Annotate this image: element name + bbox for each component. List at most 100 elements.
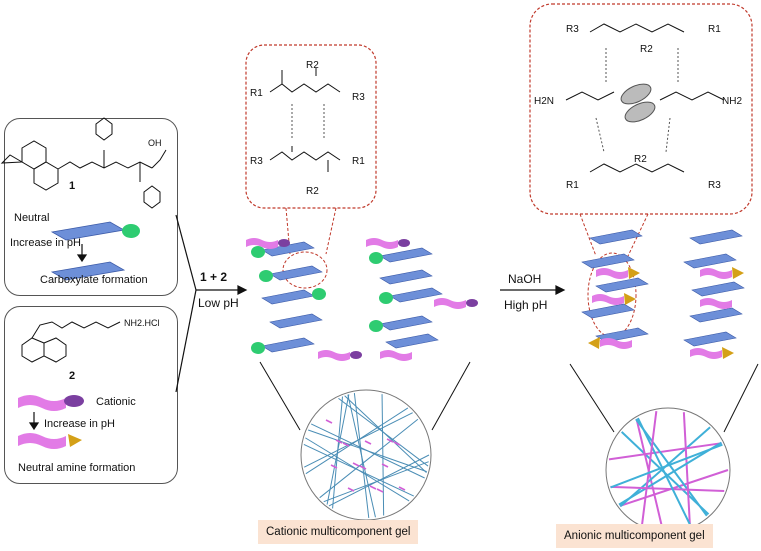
cationic-head bbox=[466, 299, 478, 307]
fiber bbox=[608, 442, 722, 461]
callout-left-r1: R1 bbox=[250, 88, 263, 99]
zoom-lines bbox=[259, 361, 759, 433]
compound-2-structure bbox=[21, 321, 121, 363]
amine-body bbox=[592, 294, 624, 305]
arrow-2-reagent: NaOH bbox=[508, 272, 542, 286]
compound-1-tape-neutral bbox=[50, 221, 140, 241]
callout-right-r2b: R2 bbox=[634, 154, 647, 165]
carboxylate-head bbox=[746, 228, 752, 240]
callout-right-r3b: R3 bbox=[708, 180, 721, 191]
ph-down-arrow-1 bbox=[76, 244, 88, 263]
compound-2-number: 2 bbox=[69, 370, 76, 382]
compound-1-tape-carboxylate bbox=[50, 261, 136, 281]
charged-segment bbox=[369, 485, 377, 490]
compound-2-neutral-piece bbox=[18, 433, 82, 449]
charged-segment bbox=[359, 465, 367, 470]
callout-left-bonds bbox=[269, 68, 341, 172]
peptide-tape bbox=[581, 303, 635, 319]
callout-left-r1b: R1 bbox=[352, 156, 365, 167]
amine-head bbox=[628, 267, 640, 279]
callout-left-r3b: R3 bbox=[250, 156, 263, 167]
fiber bbox=[610, 485, 725, 492]
callout-right-h2n: H2N bbox=[534, 96, 555, 107]
fiber bbox=[323, 461, 429, 503]
neutral-head bbox=[369, 252, 383, 264]
fiber bbox=[305, 437, 410, 502]
caption-anionic-gel: Anionic multicomponent gel bbox=[556, 524, 713, 548]
panel-bracket bbox=[175, 214, 248, 393]
callout-right-hbonds bbox=[595, 48, 679, 153]
amine-head bbox=[624, 293, 636, 305]
peptide-tape bbox=[385, 333, 439, 349]
cationic-head bbox=[350, 351, 362, 359]
fiber bbox=[641, 411, 658, 525]
amine-body bbox=[366, 238, 398, 249]
compound-1-neutral-label: Neutral bbox=[14, 212, 50, 224]
fiber bbox=[303, 412, 413, 468]
amine-body bbox=[700, 298, 732, 309]
neutral-head bbox=[259, 270, 273, 282]
arrow-1-reagent: 1 + 2 bbox=[200, 270, 228, 284]
charged-segment bbox=[381, 463, 389, 468]
carboxylate-head bbox=[748, 280, 754, 292]
callout-right-nh2: NH2 bbox=[722, 96, 743, 107]
fiber bbox=[310, 423, 425, 479]
compound-1-formation-label: Carboxylate formation bbox=[40, 274, 148, 286]
peptide-tape bbox=[689, 307, 743, 323]
fiber bbox=[682, 412, 691, 526]
carboxylate-head bbox=[574, 258, 580, 270]
compound-2-cationic-label: Cationic bbox=[96, 396, 136, 408]
charged-segment bbox=[364, 440, 372, 445]
fiber bbox=[381, 394, 385, 516]
charged-segment bbox=[342, 442, 350, 447]
cationic-head bbox=[278, 239, 290, 247]
fiber bbox=[618, 441, 722, 506]
charged-segment bbox=[393, 441, 401, 446]
cationic-head bbox=[398, 239, 410, 247]
callout-left-connector bbox=[282, 207, 337, 289]
peptide-tape bbox=[269, 265, 323, 281]
amine-body bbox=[700, 268, 732, 279]
callout-left-hbonds bbox=[291, 104, 325, 140]
peptide-tape bbox=[379, 315, 433, 331]
fiber bbox=[353, 393, 370, 518]
peptide-tape bbox=[261, 289, 315, 305]
compound-1-oh: OH bbox=[148, 138, 162, 148]
arrow-1-condition: Low pH bbox=[198, 296, 239, 310]
amine-head bbox=[588, 337, 600, 349]
peptide-tape bbox=[261, 241, 315, 257]
peptide-tape bbox=[581, 253, 635, 269]
compound-2-cationic-piece bbox=[18, 395, 84, 411]
amine-body bbox=[380, 350, 412, 361]
peptide-tape bbox=[689, 229, 743, 245]
peptide-tape bbox=[269, 313, 323, 329]
peptide-tape bbox=[691, 281, 745, 297]
charged-segment bbox=[376, 488, 384, 493]
charged-segment bbox=[325, 419, 333, 424]
callout-left-r2: R2 bbox=[306, 60, 319, 71]
peptide-tape bbox=[389, 287, 443, 303]
callout-right-r3: R3 bbox=[566, 24, 579, 35]
compound-2-formation-label: Neutral amine formation bbox=[18, 462, 136, 474]
compound-2-nh2hcl: NH2.HCl bbox=[124, 318, 160, 328]
anionic-assembly bbox=[574, 228, 754, 359]
carboxylate-head bbox=[746, 306, 752, 318]
charged-segment bbox=[330, 464, 338, 469]
fiber bbox=[344, 395, 427, 473]
amine-body bbox=[246, 238, 278, 249]
amine-head bbox=[732, 267, 744, 279]
fiber bbox=[326, 394, 350, 505]
peptide-tape bbox=[261, 337, 315, 353]
reaction-arrow-2 bbox=[500, 285, 566, 295]
fiber bbox=[635, 418, 708, 517]
cationic-fiber-network bbox=[300, 389, 432, 521]
cationic-assembly bbox=[246, 238, 478, 361]
compound-1-increase-label: Increase in pH bbox=[10, 237, 81, 249]
anion-ellipses bbox=[620, 83, 656, 123]
neutral-head bbox=[251, 246, 265, 258]
callout-right-bonds bbox=[565, 23, 725, 173]
fiber bbox=[610, 443, 723, 489]
compound-1-structure bbox=[0, 117, 167, 209]
ph-down-arrow-2 bbox=[28, 412, 40, 431]
